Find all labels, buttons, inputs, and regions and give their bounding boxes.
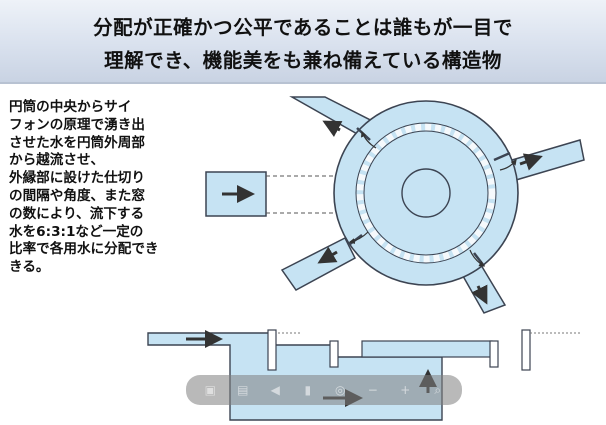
description-line: から越流させ、 [9, 152, 105, 169]
channel-east [511, 139, 585, 181]
description-line: の数により、流下する [9, 205, 145, 222]
viewer-toolbar[interactable]: ▣ ▤ ◀ ▮ ◎ − + ⌕ [186, 375, 462, 405]
back-icon[interactable]: ◀ [270, 383, 280, 397]
description-line: フォンの原理で湧き出 [9, 116, 145, 133]
description-line: 水を6:3:1など一定の [9, 223, 144, 240]
description-line: 比率で各用水に分配でき [9, 241, 159, 258]
title-line-1: 分配が正確かつ公平であることは誰もが一目で [93, 16, 513, 39]
plus-icon[interactable]: + [400, 383, 411, 397]
search-icon[interactable]: ⌕ [434, 382, 442, 397]
flow-arrows [317, 120, 543, 305]
description-line: させた水を円筒外周部 [9, 134, 145, 151]
minus-icon[interactable]: − [367, 383, 378, 397]
description-text: 円筒の中央からサイ フォンの原理で湧き出 させた水を円筒外周部 から越流させ、 … [9, 99, 199, 277]
title-line-2: 理解でき、機能美をも兼ね備えている構造物 [104, 49, 502, 72]
central-cylinder [401, 168, 451, 218]
zoom-icon[interactable]: ◎ [335, 383, 346, 397]
description-line: 外縁部に設けた仕切り [9, 170, 145, 187]
description-line: 円筒の中央からサイ [9, 99, 132, 115]
partition-ring [356, 123, 496, 263]
channel-southwest [280, 236, 356, 291]
description-line: の間隔や角度、また窓 [9, 187, 145, 204]
description-line: きる。 [9, 259, 50, 276]
save-icon[interactable]: ▣ [204, 383, 216, 397]
page-icon[interactable]: ▮ [304, 383, 312, 397]
slide-header: 分配が正確かつ公平であることは誰もが一目で 理解でき、機能美をも兼ね備えている構… [0, 0, 606, 84]
print-icon[interactable]: ▤ [237, 383, 249, 397]
